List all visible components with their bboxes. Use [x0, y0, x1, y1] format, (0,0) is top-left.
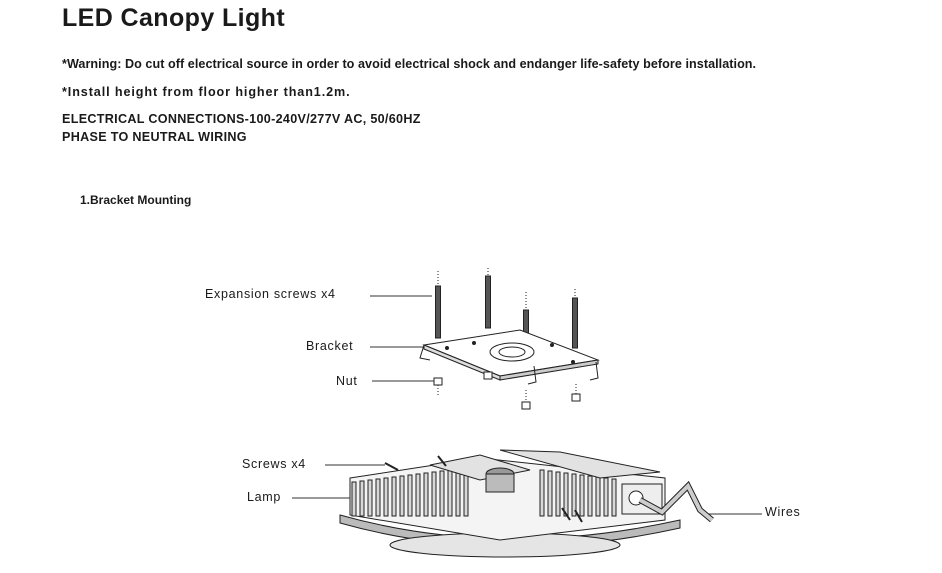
nuts-drawing: [433, 371, 581, 410]
wires-drawing: [638, 480, 714, 523]
step-heading: 1.Bracket Mounting: [80, 193, 192, 207]
label-lamp: Lamp: [247, 490, 282, 504]
page-title: LED Canopy Light: [62, 4, 286, 32]
label-wires: Wires: [765, 505, 801, 519]
wiring-text: PHASE TO NEUTRAL WIRING: [62, 130, 247, 144]
lamp-drawing: [339, 449, 681, 558]
electrical-connections-text: ELECTRICAL CONNECTIONS-100-240V/277V AC,…: [62, 112, 421, 126]
label-expansion-screws: Expansion screws x4: [205, 287, 336, 301]
warning-text: *Warning: Do cut off electrical source i…: [62, 57, 757, 71]
label-nut: Nut: [336, 374, 358, 388]
install-height-text: *Install height from floor higher than1.…: [62, 85, 351, 99]
bracket-drawing: [419, 329, 600, 385]
leader-lines: [292, 295, 762, 515]
label-screws: Screws x4: [242, 457, 306, 471]
label-bracket: Bracket: [306, 339, 354, 353]
